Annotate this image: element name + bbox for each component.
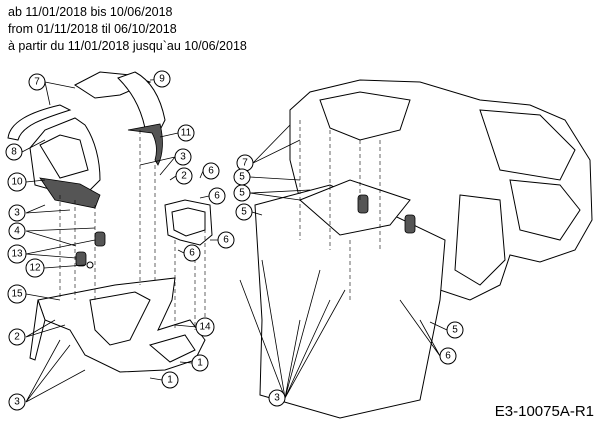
svg-text:15: 15: [11, 289, 23, 300]
callout-3: 3: [268, 389, 286, 407]
callout-7: 7: [236, 154, 254, 172]
callout-6: 6: [183, 244, 201, 262]
validity-fr: à partir du 11/01/2018 jusqu`au 10/06/20…: [8, 39, 247, 53]
svg-text:5: 5: [452, 325, 458, 336]
callout-2: 2: [175, 167, 193, 185]
svg-text:3: 3: [14, 397, 20, 408]
callout-5: 5: [233, 184, 251, 202]
callout-6: 6: [217, 231, 235, 249]
callout-6: 6: [202, 162, 220, 180]
callout-2: 2: [8, 328, 26, 346]
svg-text:6: 6: [445, 351, 451, 362]
validity-de: ab 11/01/2018 bis 10/06/2018: [8, 5, 173, 19]
part-11-strip: [127, 123, 163, 166]
leader-lines: [21, 78, 448, 403]
callout-12: 12: [25, 258, 45, 278]
callout-6: 6: [208, 187, 226, 205]
svg-text:6: 6: [208, 166, 214, 177]
part-13-spring-2: [75, 251, 87, 267]
svg-text:1: 1: [167, 375, 173, 386]
svg-text:10: 10: [11, 177, 23, 188]
callout-5: 5: [233, 168, 251, 186]
callout-3: 3: [174, 148, 192, 166]
svg-text:8: 8: [11, 147, 17, 158]
svg-text:6: 6: [223, 235, 229, 246]
callout-4: 4: [8, 222, 26, 240]
svg-text:7: 7: [34, 77, 40, 88]
svg-text:3: 3: [14, 208, 20, 219]
validity-header: ab 11/01/2018 bis 10/06/2018 from 01/11/…: [8, 4, 247, 55]
callout-5: 5: [235, 203, 253, 221]
svg-text:13: 13: [11, 249, 23, 260]
left-dashboard-assembly: [7, 71, 213, 373]
part-9-hood-rail: [117, 71, 166, 131]
callout-10: 10: [7, 172, 27, 192]
callout-8: 8: [5, 143, 23, 161]
callout-1: 1: [161, 371, 179, 389]
svg-text:2: 2: [14, 332, 20, 343]
svg-text:3: 3: [180, 152, 186, 163]
callout-1: 1: [191, 354, 209, 372]
svg-text:14: 14: [199, 322, 211, 333]
callout-5: 5: [446, 321, 464, 339]
diagram-code: E3-10075A-R1: [494, 403, 594, 420]
part-10-grille: [39, 177, 101, 209]
validity-en: from 01/11/2018 til 06/10/2018: [8, 22, 177, 36]
svg-text:4: 4: [14, 226, 20, 237]
callout-13: 13: [7, 244, 27, 264]
svg-text:1: 1: [197, 358, 203, 369]
svg-text:5: 5: [239, 188, 245, 199]
callout-15: 15: [7, 284, 27, 304]
svg-text:6: 6: [189, 248, 195, 259]
svg-text:5: 5: [239, 172, 245, 183]
svg-text:11: 11: [181, 128, 192, 139]
svg-text:7: 7: [242, 158, 248, 169]
svg-text:6: 6: [214, 191, 220, 202]
svg-text:5: 5: [241, 207, 247, 218]
callout-9: 9: [153, 70, 171, 88]
callout-11: 11: [177, 124, 195, 142]
svg-text:2: 2: [181, 171, 187, 182]
svg-text:12: 12: [29, 263, 41, 274]
part-13-spring: [94, 231, 106, 247]
callout-14: 14: [195, 317, 215, 337]
svg-text:9: 9: [159, 74, 165, 85]
callout-3: 3: [8, 204, 26, 222]
callout-3: 3: [8, 393, 26, 411]
callout-7: 7: [28, 73, 46, 91]
right-body-assembly: [254, 79, 593, 419]
callout-6: 6: [439, 347, 457, 365]
svg-text:3: 3: [274, 393, 280, 404]
part-12-washer: [86, 261, 94, 269]
part-7-trim-strip: [7, 104, 72, 141]
